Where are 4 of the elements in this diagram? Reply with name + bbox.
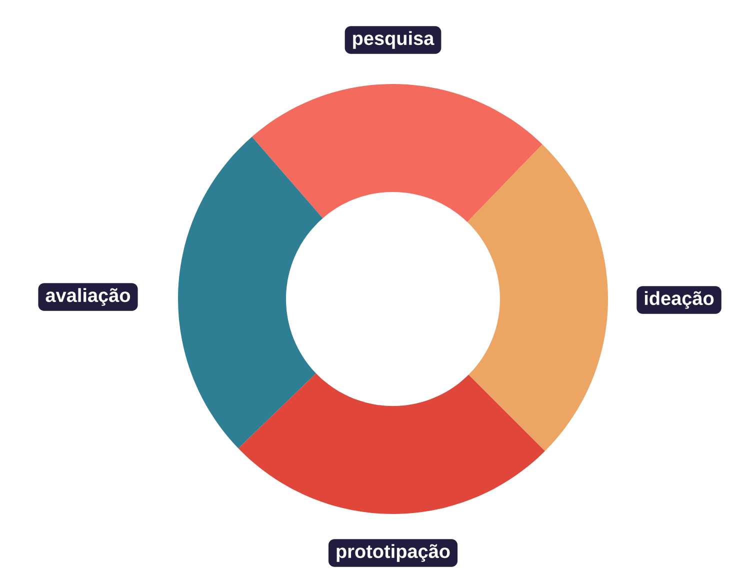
label-box: ideação <box>636 286 722 314</box>
label-box: prototipação <box>328 539 458 567</box>
label-box: pesquisa <box>344 26 442 54</box>
label-box: avaliação <box>38 283 138 311</box>
